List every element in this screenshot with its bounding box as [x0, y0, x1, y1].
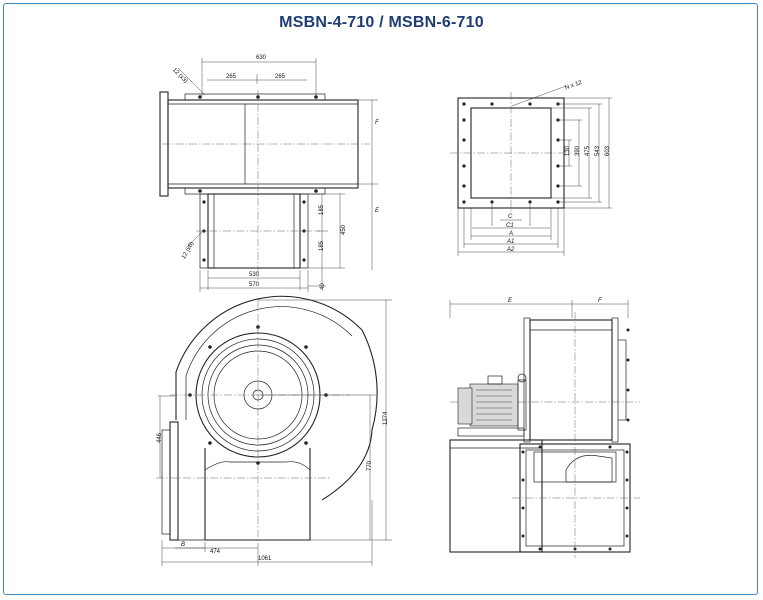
drawing-title: MSBN-4-710 / MSBN-6-710 — [279, 14, 484, 31]
dim-e-side: E — [508, 298, 513, 304]
flange-view: N x 12 130 390 475 543 603 — [450, 80, 612, 256]
dim-c1: C1 — [506, 223, 514, 229]
dim-130: 130 — [565, 145, 571, 156]
dim-f-top: F — [375, 120, 379, 126]
dim-a: A — [508, 231, 513, 237]
side-view: E F — [449, 298, 640, 558]
front-view: 446 1274 770 B 474 1061 — [156, 295, 392, 566]
dim-390: 390 — [575, 145, 581, 156]
dim-543: 543 — [595, 145, 601, 156]
dim-f-side: F — [598, 298, 602, 304]
dim-40: 40 — [320, 283, 326, 290]
dim-265-left: 265 — [226, 74, 237, 80]
dim-265-right: 265 — [275, 74, 286, 80]
dim-630: 630 — [256, 55, 267, 61]
dim-1274: 1274 — [383, 411, 389, 425]
sheet-border — [3, 3, 758, 595]
dim-185-lower: 185 — [319, 240, 325, 251]
dim-12x6: 12 (x6) — [181, 241, 196, 260]
dim-570: 570 — [249, 282, 260, 288]
dim-450: 450 — [341, 224, 347, 235]
dim-c: C — [508, 214, 513, 220]
top-view: 630 265 265 12 (x3) — [159, 55, 380, 292]
dim-nx12: N x 12 — [564, 80, 583, 92]
dim-446: 446 — [157, 432, 163, 443]
dim-530: 530 — [249, 272, 260, 278]
dim-475: 475 — [585, 145, 591, 156]
dim-e-top: E — [375, 208, 380, 214]
dim-1061: 1061 — [258, 556, 272, 562]
dim-603: 603 — [605, 145, 611, 156]
dim-a1: A1 — [506, 239, 514, 245]
dim-770: 770 — [367, 460, 373, 471]
dim-185-upper: 185 — [319, 204, 325, 215]
dim-a2: A2 — [506, 247, 515, 253]
dim-b: B — [181, 542, 185, 548]
outlet-bolts — [521, 328, 630, 551]
dim-474: 474 — [210, 549, 221, 555]
